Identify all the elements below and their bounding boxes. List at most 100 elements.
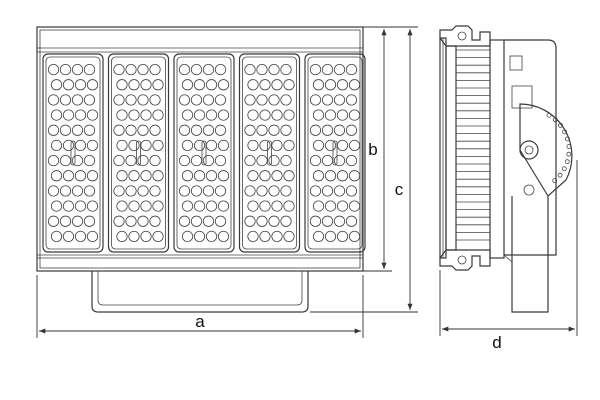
dimension-a: a <box>36 275 364 338</box>
led <box>116 230 128 243</box>
led <box>345 215 358 227</box>
led <box>348 230 361 243</box>
led <box>62 170 75 182</box>
led <box>333 215 346 227</box>
led <box>214 94 227 106</box>
led <box>74 230 87 243</box>
led <box>217 200 230 212</box>
adjust-hole <box>566 144 572 149</box>
led <box>47 124 60 136</box>
led <box>217 139 230 152</box>
heatsink-fins <box>456 49 490 241</box>
led <box>309 215 322 227</box>
led <box>268 154 280 167</box>
module-slot <box>267 140 272 166</box>
module-frame <box>304 53 366 253</box>
led <box>280 215 292 227</box>
led <box>321 94 334 106</box>
led <box>152 109 164 121</box>
led <box>259 170 271 182</box>
led <box>283 230 295 243</box>
led-module <box>42 53 104 253</box>
led <box>116 139 128 152</box>
led <box>280 94 292 106</box>
led <box>259 79 271 91</box>
led <box>62 230 75 243</box>
led <box>283 79 295 91</box>
led <box>348 109 361 121</box>
led <box>178 94 191 106</box>
housing-outline <box>36 26 364 272</box>
led <box>217 109 230 121</box>
led <box>113 185 125 197</box>
led <box>259 109 271 121</box>
led <box>137 215 149 227</box>
led <box>256 94 268 106</box>
led <box>113 94 125 106</box>
led <box>259 139 271 152</box>
led <box>86 200 99 212</box>
led-module <box>107 53 170 253</box>
bracket-box <box>511 85 533 109</box>
led <box>116 79 128 91</box>
led <box>71 124 84 136</box>
led <box>321 185 334 197</box>
led <box>47 63 60 76</box>
led <box>205 230 218 243</box>
led <box>312 109 325 121</box>
led <box>152 230 164 243</box>
led <box>348 79 361 91</box>
led <box>205 79 218 91</box>
adjust-hole <box>552 117 558 123</box>
led <box>62 79 75 91</box>
module-slot <box>332 140 338 166</box>
adjust-hole <box>566 151 572 157</box>
led <box>193 170 206 182</box>
adjustment-holes <box>546 112 572 184</box>
led <box>128 230 140 243</box>
led <box>214 185 227 197</box>
led <box>247 109 259 121</box>
led <box>83 63 96 76</box>
led <box>259 200 271 212</box>
led <box>214 154 227 167</box>
led <box>116 200 128 212</box>
led <box>345 124 358 136</box>
module-frame <box>42 53 104 253</box>
led <box>202 185 215 197</box>
led <box>178 215 191 227</box>
led <box>190 215 203 227</box>
module-frame <box>173 53 235 253</box>
led <box>217 79 230 91</box>
led <box>178 185 191 197</box>
led <box>333 63 346 76</box>
led <box>128 109 140 121</box>
led <box>113 63 125 76</box>
led <box>125 63 137 76</box>
led <box>283 200 295 212</box>
dim-d-label: d <box>492 333 501 352</box>
led <box>271 230 283 243</box>
led <box>247 139 259 152</box>
led-module <box>238 53 301 253</box>
led <box>140 109 152 121</box>
led <box>50 170 63 182</box>
led <box>83 94 96 106</box>
led <box>309 63 322 76</box>
led <box>86 79 99 91</box>
led <box>190 154 203 167</box>
led <box>321 215 334 227</box>
lock-bolt <box>523 184 535 196</box>
led <box>202 94 215 106</box>
led <box>128 79 140 91</box>
adjust-hole <box>561 166 567 172</box>
adjust-hole <box>558 122 563 128</box>
back-plate <box>489 39 505 259</box>
led <box>271 170 283 182</box>
led <box>71 215 84 227</box>
led <box>190 63 203 76</box>
led <box>140 230 152 243</box>
bottom-clamp <box>439 249 491 271</box>
dim-b-label: b <box>368 140 377 159</box>
led <box>333 124 346 136</box>
